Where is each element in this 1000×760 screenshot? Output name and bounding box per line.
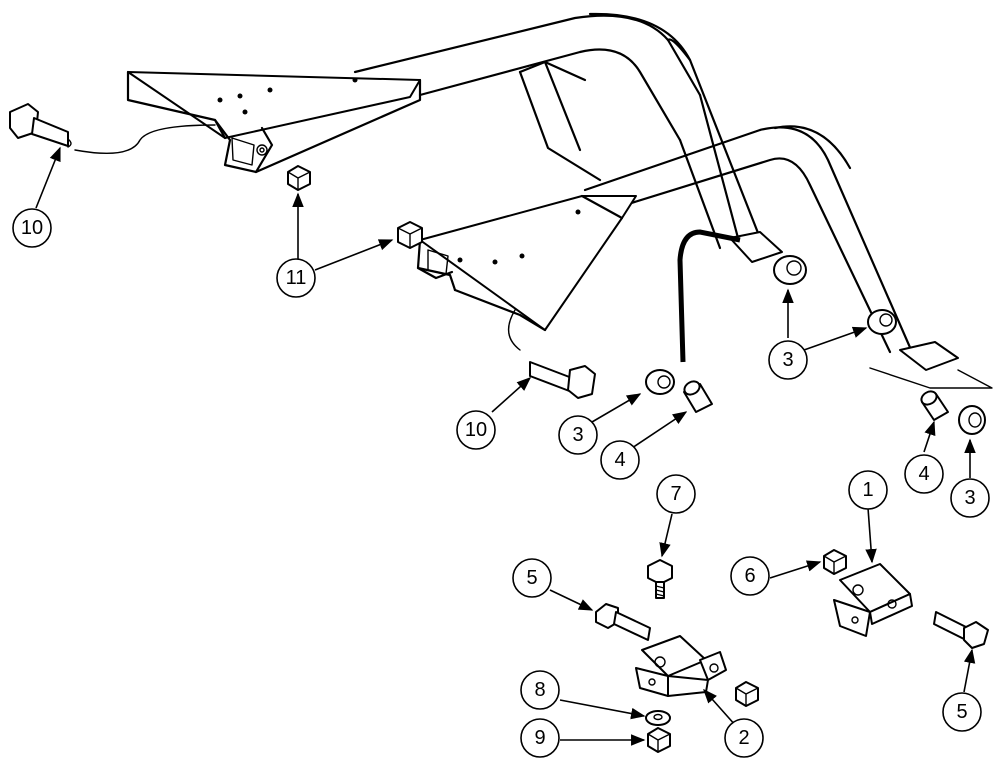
callout-7: 7 [656,474,696,514]
bolt-10-upper [9,103,216,155]
nut-bracket-2 [735,681,759,707]
callout-10-middle: 10 [456,410,496,450]
nut-11-middle [397,221,423,249]
callout-8: 8 [520,670,560,710]
svg-text:6: 6 [744,565,755,587]
callout-4-left: 4 [600,440,640,480]
callout-5-right: 5 [942,692,982,732]
bracket-2 [635,635,727,697]
screw-7 [647,559,673,599]
svg-text:8: 8 [534,679,545,701]
svg-text:1: 1 [862,479,873,501]
bolt-5-right [933,611,989,649]
svg-text:3: 3 [782,349,793,371]
callout-11: 11 [276,258,316,298]
svg-text:5: 5 [956,701,967,723]
callout-1: 1 [848,470,888,510]
bracket-1 [833,563,913,637]
bushing-3-right [958,405,986,435]
callout-5-left: 5 [512,558,552,598]
svg-text:4: 4 [918,463,929,485]
callout-4-right: 4 [904,454,944,494]
spacer-4-left [683,380,713,413]
bushing-3-rear [773,255,807,285]
leader-lines [35,146,976,746]
rops-frame [126,12,959,371]
callout-10-upper: 10 [12,208,52,248]
callout-2: 2 [724,718,764,758]
svg-text:5: 5 [526,567,537,589]
svg-text:3: 3 [572,424,583,446]
callout-9: 9 [520,718,560,758]
svg-text:7: 7 [670,483,681,505]
svg-text:3: 3 [964,487,975,509]
callout-3-center: 3 [768,340,808,380]
nut-6 [823,549,847,575]
svg-text:11: 11 [286,267,307,289]
nut-11-upper [287,165,311,191]
svg-text:10: 10 [21,217,43,239]
bolt-10-middle [507,309,596,399]
spacer-4-right [869,367,993,421]
svg-text:10: 10 [465,419,487,441]
nut-9 [647,727,671,753]
bushing-3-left [645,369,675,395]
callout-6: 6 [730,556,770,596]
callout-3-left: 3 [558,415,598,455]
bolt-5-left [595,603,651,641]
washer-8 [645,710,671,726]
svg-text:2: 2 [738,727,749,749]
svg-text:9: 9 [534,727,545,749]
callout-3-right: 3 [950,478,990,518]
svg-text:4: 4 [614,449,625,471]
bushing-3-front [867,309,897,335]
